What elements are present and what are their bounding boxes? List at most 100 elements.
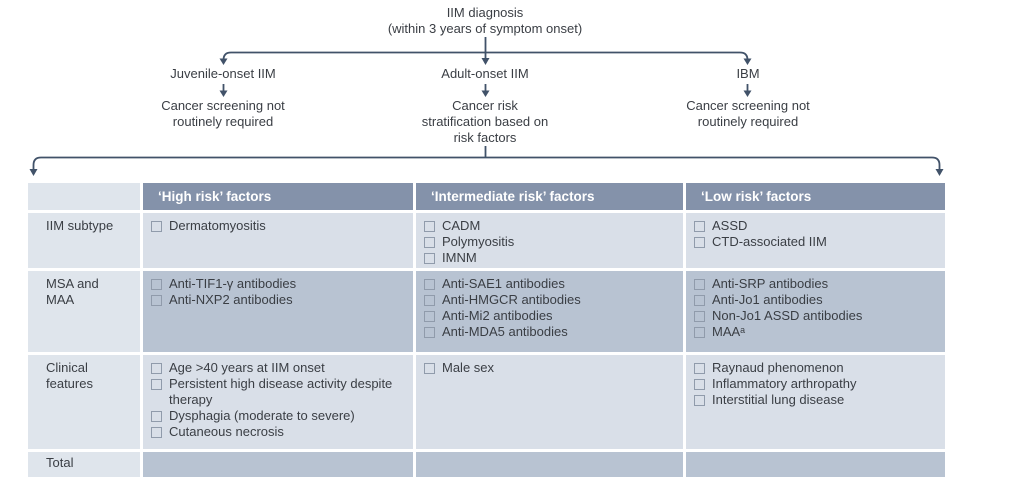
checkbox-item: Persistent high disease activity despite… <box>151 376 403 408</box>
checkbox-item: ASSD <box>694 218 935 234</box>
checkbox-item-label: Inflammatory arthropathy <box>712 376 857 391</box>
checkbox-icon[interactable] <box>694 221 705 232</box>
checkbox-item: Anti-SRP antibodies <box>694 276 935 292</box>
row-header-iim-subtype: IIM subtype <box>28 213 140 268</box>
column-header-low-risk: ‘Low risk’ factors <box>686 183 945 210</box>
checkbox-icon[interactable] <box>694 327 705 338</box>
row-header-total: Total <box>28 452 140 477</box>
checkbox-icon[interactable] <box>694 311 705 322</box>
checkbox-item-label: Anti-MDA5 antibodies <box>442 324 568 339</box>
row-header-label: IIM subtype <box>46 218 114 233</box>
checkbox-icon[interactable] <box>424 221 435 232</box>
checkbox-item: MAAᵃ <box>694 324 935 340</box>
checkbox-icon[interactable] <box>694 237 705 248</box>
checkbox-item: Raynaud phenomenon <box>694 360 935 376</box>
branch-label-ibm: IBM <box>736 66 760 81</box>
checkbox-item-label: MAAᵃ <box>712 324 746 339</box>
checkbox-item-label: CADM <box>442 218 481 233</box>
checkbox-item-label: ASSD <box>712 218 748 233</box>
outcome-line: Cancer screening not <box>161 98 285 113</box>
checkbox-item-label: IMNM <box>442 250 477 265</box>
checkbox-item: Anti-Jo1 antibodies <box>694 292 935 308</box>
checkbox-icon[interactable] <box>151 379 162 390</box>
row-header-label: MSA and MAA <box>46 276 99 307</box>
table-corner-cell <box>28 183 140 210</box>
checkbox-icon[interactable] <box>151 363 162 374</box>
outcome-line: routinely required <box>172 114 274 129</box>
checkbox-icon[interactable] <box>694 379 705 390</box>
checkbox-icon[interactable] <box>151 295 162 306</box>
row-header-label: Clinical features <box>46 360 93 391</box>
connector-arrowheads <box>29 58 944 176</box>
checkbox-item-label: Anti-SRP antibodies <box>712 276 829 291</box>
risk-table: ‘High risk’ factors ‘Intermediate risk’ … <box>28 183 945 477</box>
checkbox-item-label: Anti-Jo1 antibodies <box>712 292 823 307</box>
checkbox-icon[interactable] <box>424 327 435 338</box>
checkbox-item: Anti-SAE1 antibodies <box>424 276 673 292</box>
row-header-msa-and-maa: MSA and MAA <box>28 271 140 352</box>
flowchart-root-node: IIM diagnosis (within 3 years of symptom… <box>388 5 582 37</box>
checkbox-item: Non-Jo1 ASSD antibodies <box>694 308 935 324</box>
checkbox-item: Inflammatory arthropathy <box>694 376 935 392</box>
checkbox-icon[interactable] <box>694 279 705 290</box>
checkbox-icon[interactable] <box>694 295 705 306</box>
checkbox-item-label: Raynaud phenomenon <box>712 360 844 375</box>
checkbox-item: Cutaneous necrosis <box>151 424 403 440</box>
cell-clinical-intermediate: Male sex <box>416 355 683 449</box>
checkbox-item: Anti-MDA5 antibodies <box>424 324 673 340</box>
checkbox-item-label: Persistent high disease activity despite… <box>169 376 393 407</box>
checkbox-item-label: Anti-TIF1-γ antibodies <box>169 276 297 291</box>
row-header-label: Total <box>46 455 74 470</box>
checkbox-item: Anti-Mi2 antibodies <box>424 308 673 324</box>
row-header-clinical-features: Clinical features <box>28 355 140 449</box>
branch-label-juvenile-onset-iim: Juvenile-onset IIM <box>170 66 276 81</box>
checkbox-icon[interactable] <box>694 363 705 374</box>
checkbox-item-label: Male sex <box>442 360 495 375</box>
checkbox-icon[interactable] <box>424 295 435 306</box>
checkbox-icon[interactable] <box>424 237 435 248</box>
checkbox-icon[interactable] <box>424 279 435 290</box>
checkbox-icon[interactable] <box>424 253 435 264</box>
checkbox-item-label: Anti-Mi2 antibodies <box>442 308 553 323</box>
checkbox-icon[interactable] <box>151 279 162 290</box>
root-title-line1: IIM diagnosis <box>446 5 524 20</box>
checkbox-item-label: Cutaneous necrosis <box>169 424 284 439</box>
root-title-line2: (within 3 years of symptom onset) <box>387 21 583 36</box>
column-header-intermediate-risk: ‘Intermediate risk’ factors <box>416 183 683 210</box>
checkbox-icon[interactable] <box>151 411 162 422</box>
column-header-high-risk: ‘High risk’ factors <box>143 183 413 210</box>
outcome-line: Cancer screening not <box>686 98 810 113</box>
checkbox-icon[interactable] <box>424 363 435 374</box>
checkbox-item-label: Polymyositis <box>442 234 515 249</box>
checkbox-icon[interactable] <box>151 221 162 232</box>
cell-total-intermediate <box>416 452 683 477</box>
cell-iim-subtype-high: Dermatomyositis <box>143 213 413 268</box>
checkbox-item: CADM <box>424 218 673 234</box>
outcome-line: Cancer risk <box>452 98 518 113</box>
checkbox-item: Anti-TIF1-γ antibodies <box>151 276 403 292</box>
outcome-line: routinely required <box>697 114 799 129</box>
checkbox-icon[interactable] <box>694 395 705 406</box>
checkbox-item: Anti-NXP2 antibodies <box>151 292 403 308</box>
checkbox-item-label: Dermatomyositis <box>169 218 266 233</box>
checkbox-item: CTD-associated IIM <box>694 234 935 250</box>
outcome-line: risk factors <box>453 130 517 145</box>
checkbox-icon[interactable] <box>424 311 435 322</box>
checkbox-item-label: Dysphagia (moderate to severe) <box>169 408 355 423</box>
branch-label-adult-onset-iim: Adult-onset IIM <box>441 66 529 81</box>
checkbox-item: Anti-HMGCR antibodies <box>424 292 673 308</box>
checkbox-item: Age >40 years at IIM onset <box>151 360 403 376</box>
checkbox-item: Polymyositis <box>424 234 673 250</box>
checkbox-icon[interactable] <box>151 427 162 438</box>
checkbox-item-label: Interstitial lung disease <box>712 392 845 407</box>
